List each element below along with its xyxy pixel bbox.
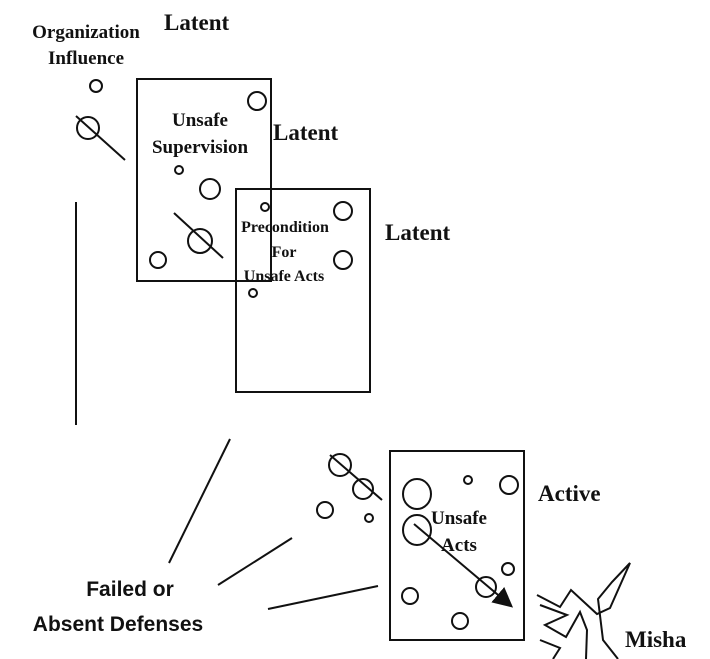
org-hazard-line: [75, 115, 126, 161]
defense-hazard-line: [329, 454, 383, 501]
precondition-hole: [333, 201, 353, 221]
unsafe-acts-hole: [501, 562, 515, 576]
defense-line: [217, 537, 293, 586]
mishap-burst: [539, 639, 562, 659]
unsafe-acts-hole: [451, 612, 469, 630]
unsafe-acts-hole: [402, 514, 432, 546]
precondition-line3: Unsafe Acts: [244, 268, 324, 285]
supervision-hole: [174, 165, 184, 175]
unsafe-supervision-line1: Unsafe: [172, 110, 228, 131]
unsafe-acts-box: [389, 450, 525, 641]
precondition-line2: For: [272, 244, 297, 261]
precondition-line1: Precondition: [241, 219, 329, 236]
latent-label-2: Latent: [273, 120, 339, 145]
precondition-hole: [260, 202, 270, 212]
latent-label-1: Latent: [164, 10, 230, 35]
defense-line: [168, 438, 231, 564]
precondition-hole: [248, 288, 258, 298]
unsafe-acts-hole: [402, 478, 432, 510]
unsafe-acts-hole: [475, 576, 497, 598]
defense-hole: [328, 453, 352, 477]
defense-hole: [316, 501, 334, 519]
unsafe-acts-hole: [463, 475, 473, 485]
failed-defenses-line2: Absent Defenses: [33, 613, 203, 636]
supervision-hole: [199, 178, 221, 200]
latent-label-3: Latent: [385, 220, 451, 245]
defense-hole: [364, 513, 374, 523]
unsafe-acts-hole: [401, 587, 419, 605]
mishap-label: Misha: [625, 627, 687, 652]
org-label-line1: Organization: [32, 22, 140, 43]
unsafe-supervision-line2: Supervision: [152, 137, 249, 158]
supervision-hole-crossed: [187, 228, 213, 254]
supervision-hazard-line: [173, 212, 224, 259]
active-label: Active: [538, 481, 601, 506]
defense-line: [267, 585, 379, 610]
precondition-hole: [333, 250, 353, 270]
unsafe-acts-line2: Acts: [441, 535, 477, 556]
org-hole-crossed: [76, 116, 100, 140]
supervision-hole: [247, 91, 267, 111]
org-hole-small: [89, 79, 103, 93]
unsafe-acts-hole: [499, 475, 519, 495]
org-label-line2: Influence: [48, 48, 124, 69]
defense-hole: [352, 478, 374, 500]
precondition-box: [235, 188, 371, 393]
supervision-hole: [149, 251, 167, 269]
failed-defenses-line1: Failed or: [86, 578, 174, 601]
mishap-burst: [539, 604, 589, 659]
unsafe-acts-line1: Unsafe: [431, 508, 487, 529]
mishap-burst: [536, 562, 631, 659]
unsafe-supervision-box: [136, 78, 272, 282]
hazard-trajectory-arrow: [413, 523, 514, 608]
